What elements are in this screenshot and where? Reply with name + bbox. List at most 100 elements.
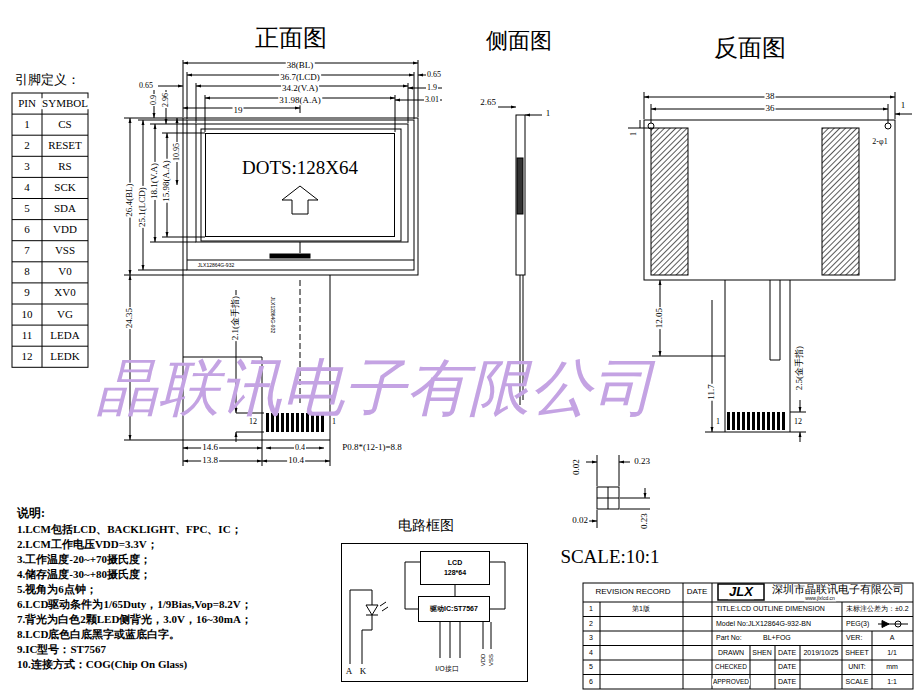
title-block-cell: DATE	[686, 588, 709, 596]
pin-table-cell: SYMBOL	[41, 98, 89, 110]
dimension-label: 0.23	[633, 457, 651, 466]
signal-label: VDD	[480, 653, 486, 668]
dimension-label: 0.65	[426, 71, 442, 79]
dimension-label: 24.35	[125, 307, 134, 329]
pin-table-cell: 7	[23, 245, 31, 257]
title-block-cell: 1/1	[886, 649, 898, 656]
pin-table-cell: 2	[23, 140, 31, 152]
lcd-block: LCD128*64	[420, 551, 490, 585]
block-connector	[455, 585, 456, 596]
title-block-cell: 深圳市晶联讯电子有限公司	[771, 584, 905, 595]
table-heading: 引脚定义：	[14, 73, 81, 87]
title-block-cell: 6	[588, 678, 594, 685]
pin-table-cell: SCK	[53, 182, 76, 194]
dimension-label: 36	[765, 104, 776, 113]
watermark: 晶联讯电子有限公司	[95, 355, 655, 420]
dimension-label: 26.4(BL)	[125, 182, 134, 217]
pin-table-cell: 4	[23, 182, 31, 194]
dimension-label: JLX12864G-932	[269, 296, 274, 334]
title-block-cell: JLX	[728, 585, 754, 599]
pin-table-cell: LEDA	[49, 330, 80, 342]
pin-table-cell: VSS	[54, 245, 76, 257]
note-text: 10.连接方式：COG(Chip On Glass)	[16, 659, 188, 671]
pin-table-cell: 6	[23, 224, 31, 236]
pin-table-cell: CS	[57, 119, 72, 131]
title-block-cell: TITLE:LCD OUTLINE DIMENSION	[715, 605, 826, 612]
dimension-label: 2.5(金手指)	[795, 345, 804, 391]
note-text: 说明:	[16, 507, 46, 520]
title-block-cell: 3	[588, 634, 594, 641]
title-block-cell: CHECKED	[714, 664, 748, 671]
note-text: 3.工作温度-20~+70摄氏度；	[16, 554, 152, 566]
dimension-label: 12	[793, 418, 803, 426]
signal-label: I/O接口	[434, 665, 459, 672]
title-block-cell: 2	[588, 620, 594, 627]
dimension-label: 0.65	[138, 82, 154, 90]
title-block-cell: mm	[885, 663, 899, 670]
title-block-cell: PEG(3)	[845, 620, 870, 627]
dimension-label: 1	[545, 109, 552, 118]
dimension-label: 2-φ1	[871, 138, 888, 146]
dimension-label: 0.02	[572, 458, 581, 476]
view-title: 正面图	[254, 26, 328, 51]
dimension-label: 2.1(金手指)	[231, 295, 240, 341]
view-title: 侧面图	[485, 29, 553, 52]
pin-table-cell: 1	[23, 119, 31, 131]
dimension-label: 0.4	[294, 444, 306, 452]
dimension-label: 2.96	[162, 92, 170, 108]
pin-table-cell: V0	[57, 267, 72, 279]
dimension-label: 34.2(V.A)	[281, 84, 319, 93]
dimension-label: 15.98(A.A)	[162, 159, 171, 203]
note-text: 1.LCM包括LCD、BACKLIGHT、FPC、IC；	[16, 524, 243, 536]
dimension-label: 1	[900, 101, 907, 110]
pin-table-cell: VG	[56, 309, 74, 321]
title-block-cell: SCALE	[845, 678, 870, 685]
circuit-block-frame: 电路框图 LCD128*64 驱动IC:ST7567	[341, 516, 528, 682]
pin-table-cell: 9	[23, 288, 31, 300]
title-block-cell: DATE	[777, 649, 797, 656]
note-text: 2.LCM工作电压VDD=3.3V；	[16, 539, 159, 551]
node-label: 驱动IC:ST7567	[430, 604, 478, 614]
title-block-cell: REVISION RECORD	[594, 588, 671, 596]
signal-label: VSS	[488, 653, 494, 667]
note-text: 9.IC型号：ST7567	[16, 644, 107, 656]
title-block-cell: 4	[588, 649, 594, 656]
dimension-label: 12.05	[655, 307, 664, 329]
dimension-label: 3.01	[424, 96, 440, 104]
dimension-label: 25.1(LCD)	[138, 186, 147, 228]
title-block-cell: A	[889, 634, 896, 641]
title-block-cell: UNIT:	[847, 663, 867, 670]
note-text: 5.视角为6点钟；	[16, 584, 98, 596]
title-block-cell: www.jlxlcd.cn	[804, 596, 836, 601]
title-block-cell: 1	[588, 605, 594, 612]
title-block-cell: 1:1	[886, 678, 898, 685]
pin-table-cell: XV0	[53, 288, 76, 300]
dimension-label: 0.02	[571, 516, 589, 525]
title-block-cell: APPROVED	[712, 679, 750, 686]
pin-table-cell: VDD	[52, 224, 78, 236]
dimension-label: 38	[765, 92, 776, 101]
signal-label: K	[359, 667, 368, 676]
note-text: 7.背光为白色2颗LED侧背光，3.0V，16~30mA；	[16, 614, 253, 626]
dimension-label: 0.9	[150, 94, 158, 106]
view-title: 反面图	[713, 36, 787, 61]
title-block-cell: DRAWN	[717, 649, 745, 656]
dimension-label: 1.9	[426, 84, 438, 92]
pin-table-cell: SDA	[53, 203, 77, 215]
dimension-label: 1	[630, 131, 638, 137]
block-heading: 电路框图	[398, 517, 454, 535]
node-label: LCD	[448, 558, 462, 568]
dimension-label: 10.4	[287, 456, 305, 465]
dimension-label: 1	[715, 418, 721, 426]
dimension-label: 31.98(A.A)	[278, 96, 322, 105]
title-block-cell: BL+FOG	[762, 634, 792, 641]
note-text: 8.LCD底色白底黑字或蓝底白字。	[16, 629, 181, 641]
pin-table-cell: 3	[23, 161, 31, 173]
title-block-cell: 第1版	[631, 605, 651, 612]
pin-table-cell: 12	[21, 351, 34, 363]
dimension-label: P0.8*(12-1)=8.8	[341, 443, 403, 452]
title-block-cell: VER:	[845, 634, 863, 641]
pin-table-cell: 11	[21, 330, 34, 342]
dimension-label: 14.6	[201, 443, 219, 452]
pin-table-cell: RS	[57, 161, 72, 173]
